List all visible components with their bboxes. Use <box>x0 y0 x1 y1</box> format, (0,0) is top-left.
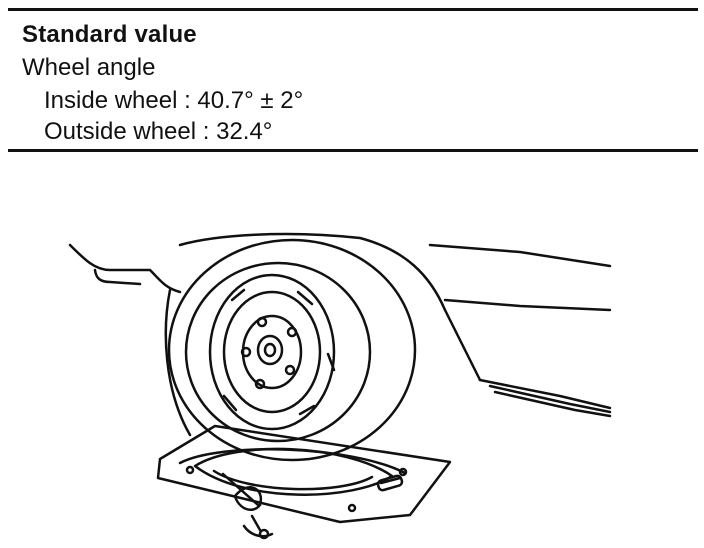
gauge-pointer-tail <box>242 524 274 538</box>
lug-nut-1 <box>256 316 268 328</box>
gauge-lock-slot <box>379 476 402 485</box>
outside-wheel-value: Outside wheel : 32.4° <box>44 118 273 145</box>
gauge-pointer-tip <box>258 528 270 540</box>
front-fender-outline <box>68 243 182 294</box>
rim-slot-5 <box>222 394 238 412</box>
gauge-base-plate <box>156 424 452 524</box>
wheel-arch <box>178 232 447 312</box>
lug-nut-4 <box>254 378 266 390</box>
spec-label: Wheel angle <box>22 54 156 81</box>
gauge-handle-slot <box>376 474 404 492</box>
wheel-on-turning-radius-gauge-illustration <box>0 230 704 548</box>
rim-slot-1 <box>230 288 246 302</box>
inside-wheel-value: Inside wheel : 40.7° ± 2° <box>44 87 304 114</box>
rim-slot-2 <box>296 290 314 306</box>
gauge-pointer-pin <box>250 514 262 532</box>
rim-outer <box>208 273 336 431</box>
body-side-trim <box>488 384 612 414</box>
front-fender-lower <box>93 268 142 286</box>
rim-center-dot <box>263 342 277 358</box>
lug-nut-5 <box>240 346 252 358</box>
lug-nut-2 <box>286 326 298 338</box>
gauge-bolt-right <box>398 467 408 477</box>
rim-center-cap <box>256 334 284 366</box>
gauge-bolt-bottom <box>347 503 357 513</box>
standard-value-box: Standard value Wheel angle Inside wheel … <box>8 8 698 152</box>
gauge-pointer-head <box>233 486 263 511</box>
tire-outline <box>167 238 417 462</box>
spec-title: Standard value <box>22 21 197 48</box>
lug-nut-3 <box>284 364 296 376</box>
rim-inner <box>222 290 322 414</box>
body-side-lower <box>478 378 612 410</box>
tire-sidewall <box>184 261 372 443</box>
tire-tread-edge <box>164 288 192 437</box>
rim-slot-3 <box>326 352 336 372</box>
body-side-upper <box>443 298 612 312</box>
rim-slot-4 <box>298 404 316 416</box>
body-side-trim-2 <box>493 390 612 418</box>
illustration-svg <box>68 232 612 540</box>
body-side-top <box>428 243 612 268</box>
body-front-edge <box>443 308 482 382</box>
gauge-bolt-left <box>185 465 195 475</box>
